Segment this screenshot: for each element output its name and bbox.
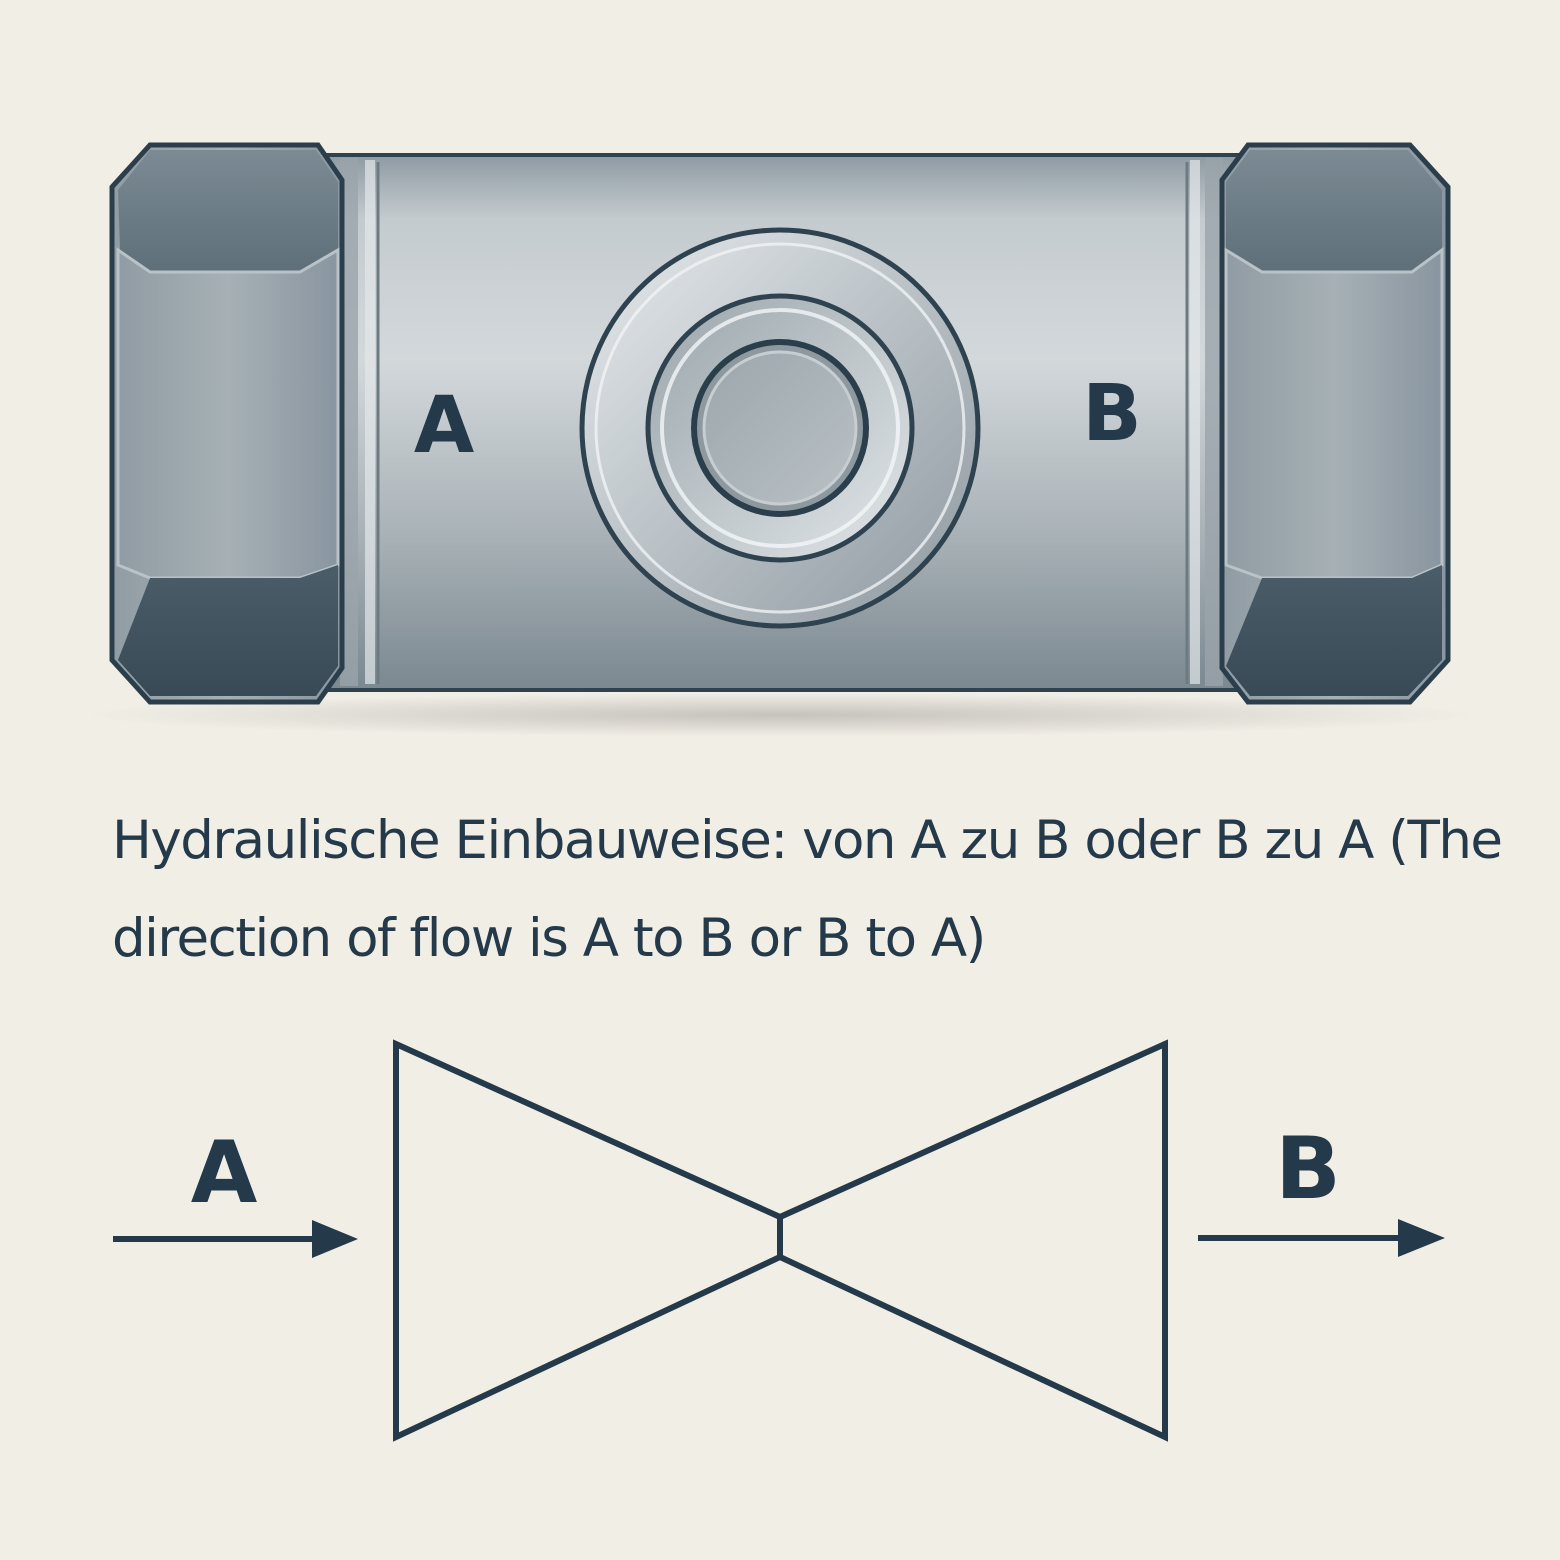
inlet-arrow (113, 1220, 358, 1258)
valve-schematic-symbol: A B (113, 1039, 1445, 1442)
outlet-arrow (1198, 1219, 1445, 1257)
valve-symbol-right-triangle (777, 1039, 1168, 1442)
valve-shadow (80, 693, 1480, 737)
symbol-outlet-label: B (1275, 1119, 1341, 1219)
right-hex-nut (1219, 142, 1451, 705)
left-hex-nut (109, 142, 345, 705)
valve-body-illustration: A B (80, 142, 1480, 737)
symbol-inlet-label: A (191, 1123, 258, 1223)
center-port-fitting (579, 227, 981, 629)
body-port-a-label: A (414, 381, 474, 471)
valve-symbol-left-triangle (393, 1039, 783, 1442)
body-port-b-label: B (1082, 369, 1141, 459)
flow-direction-caption: Hydraulische Einbauweise: von A zu B ode… (112, 810, 1503, 969)
